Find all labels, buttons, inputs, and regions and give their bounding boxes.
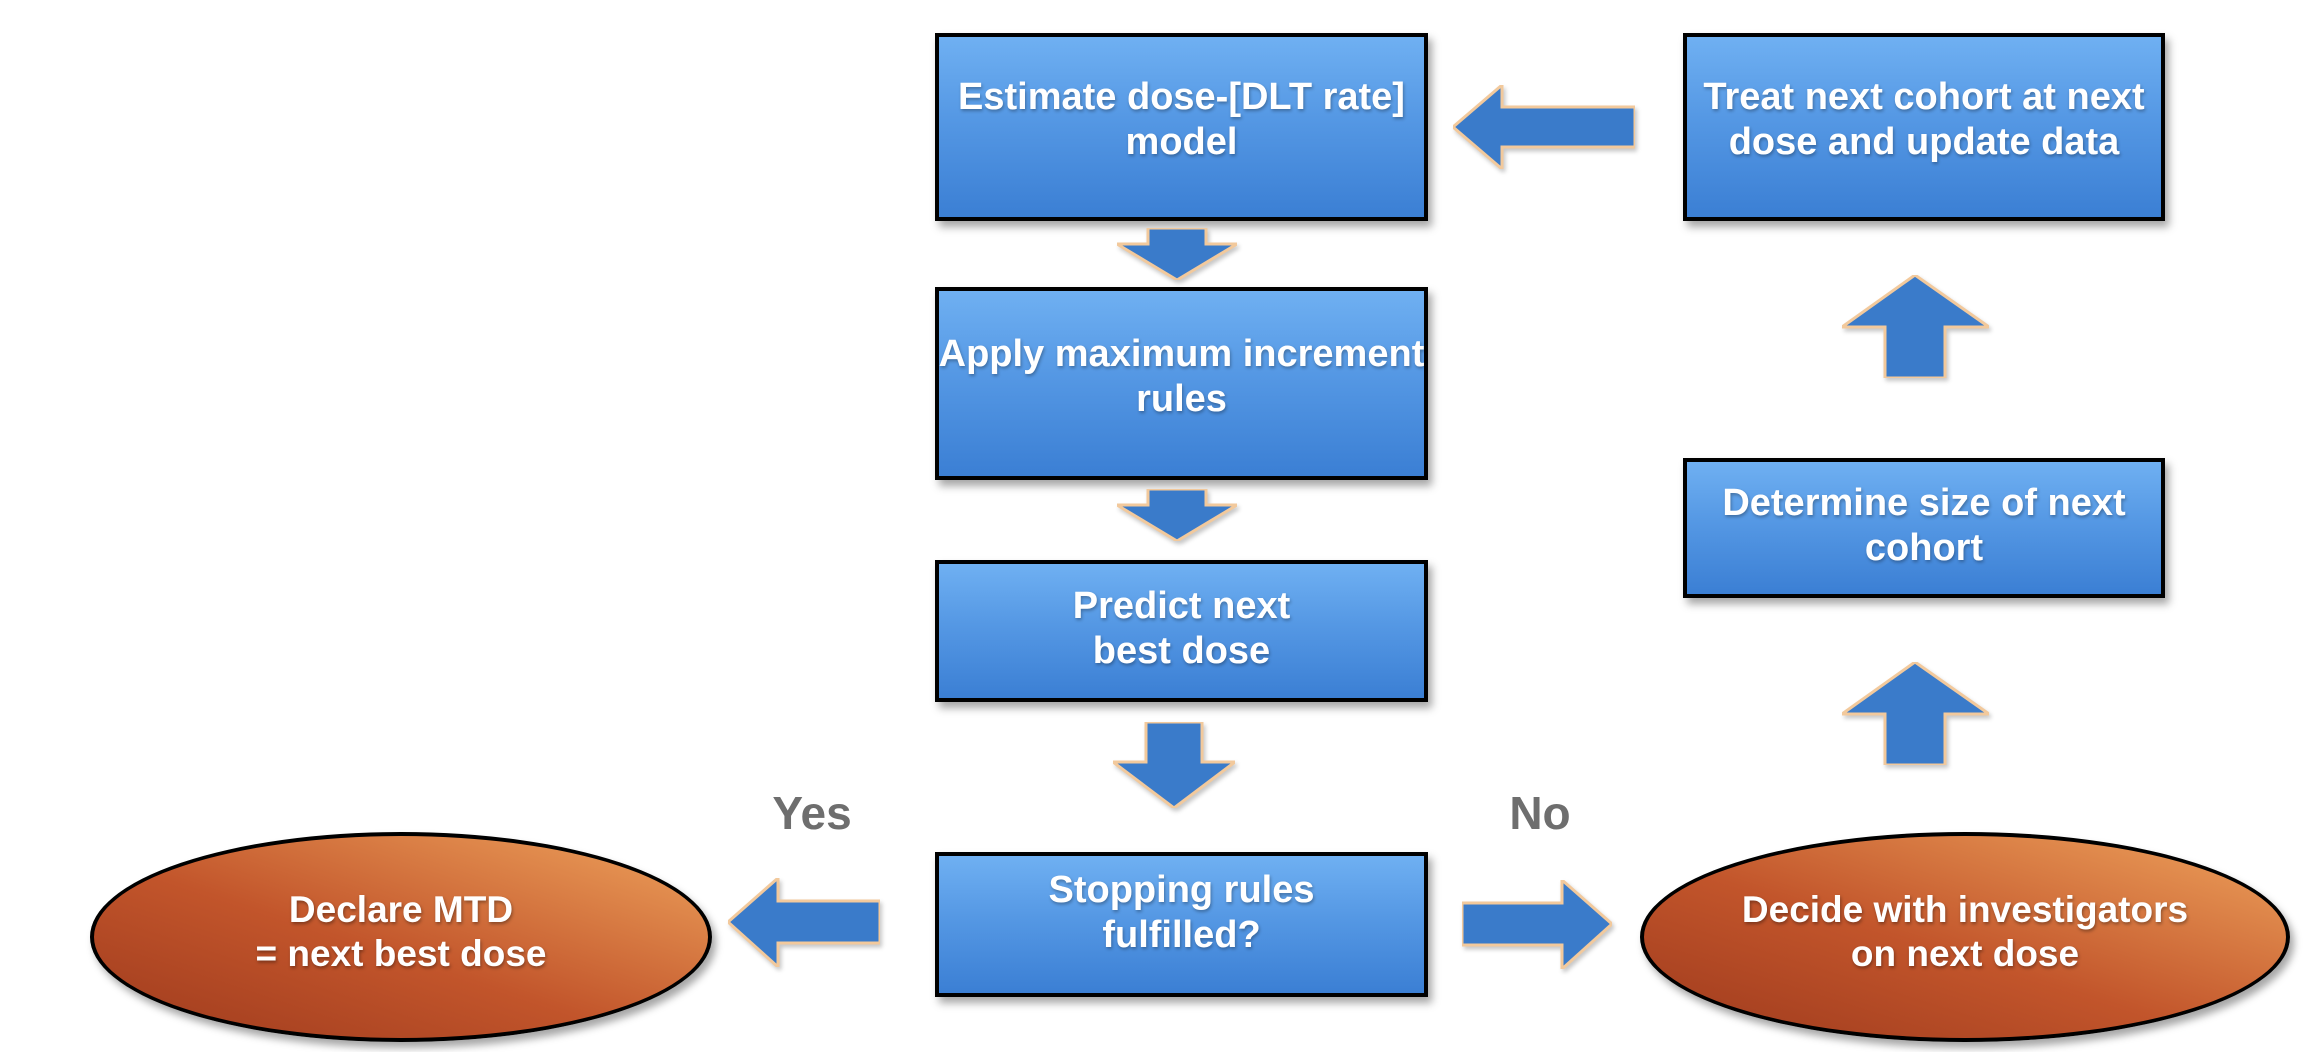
process-apply-maximum-increment-rules: Apply maximum increment rules — [935, 287, 1428, 480]
process-predict-next-best-dose: Predict next best dose — [935, 560, 1428, 702]
branch-label-yes: Yes — [772, 787, 852, 839]
process-estimate-dose-dlt-model: Estimate dose-[DLT rate] model — [935, 33, 1428, 221]
process-determine-size-next-cohort: Determine size of next cohort — [1683, 458, 2165, 598]
arrow-up-decide-to-determine-icon — [1842, 662, 1989, 765]
arrow-up-determine-to-treat-icon — [1842, 275, 1989, 378]
process-label: Apply maximum increment — [938, 332, 1425, 375]
process-label: best dose — [1092, 630, 1271, 672]
process-label: rules — [1136, 377, 1227, 420]
terminator-label: Declare MTD — [288, 888, 514, 930]
branch-label-no: No — [1509, 787, 1571, 839]
process-label: Estimate dose-[DLT rate] — [958, 76, 1405, 119]
process-label: model — [1125, 121, 1238, 163]
process-stopping-rules-fulfilled: Stopping rules fulfilled? — [935, 852, 1428, 997]
arrow-right-no-stopping-to-decide-icon — [1462, 880, 1612, 969]
process-treat-next-cohort-update-data: Treat next cohort at next dose and updat… — [1683, 33, 2165, 221]
process-label: Stopping rules — [1048, 868, 1315, 911]
terminator-declare-mtd: Declare MTD = next best dose — [90, 832, 712, 1042]
arrow-down-estimate-to-apply-icon — [1117, 228, 1237, 280]
terminator-decide-with-investigators: Decide with investigators on next dose — [1640, 832, 2290, 1042]
arrow-left-yes-stopping-to-declare-icon — [728, 878, 880, 967]
terminator-label: = next best dose — [255, 933, 547, 974]
process-label: Treat next cohort at next — [1703, 76, 2145, 119]
arrow-down-predict-to-stopping-icon — [1113, 722, 1235, 808]
arrow-left-treat-to-estimate-icon — [1453, 85, 1635, 169]
process-label: fulfilled? — [1102, 913, 1261, 956]
arrow-down-apply-to-predict-icon — [1117, 489, 1237, 541]
terminator-label: Decide with investigators — [1741, 888, 2189, 930]
terminator-label: on next dose — [1850, 933, 2080, 974]
process-label: Determine size of next — [1722, 482, 2126, 525]
process-label: dose and update data — [1728, 121, 2120, 163]
process-label: cohort — [1864, 527, 1984, 569]
process-label: Predict next — [1072, 585, 1291, 628]
